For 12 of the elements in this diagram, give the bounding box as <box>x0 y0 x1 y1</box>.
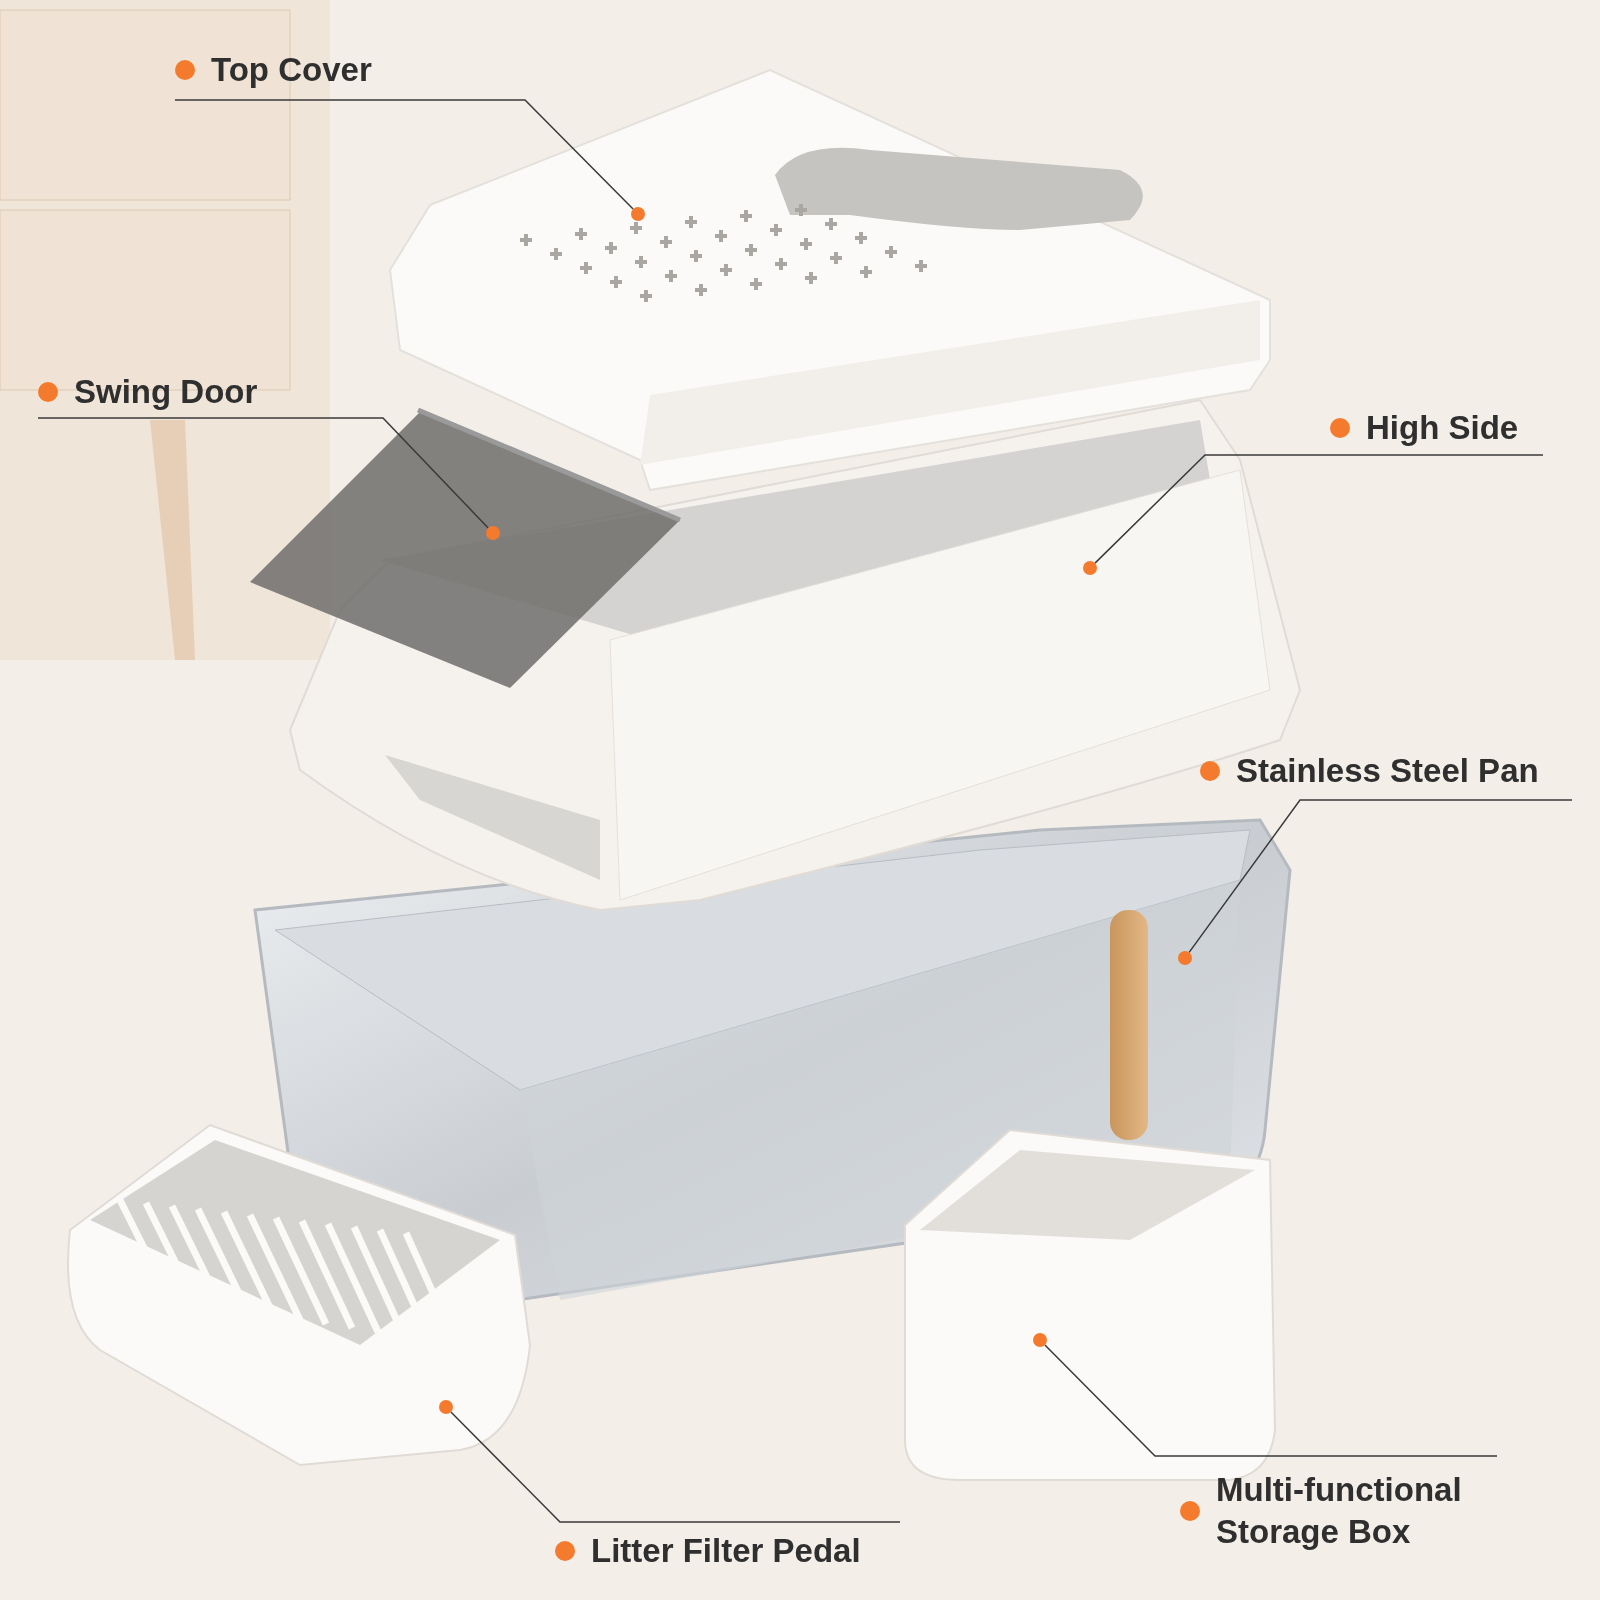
leader-line <box>37 417 489 529</box>
part-label: Multi-functional Storage Box <box>1216 1470 1463 1552</box>
leader-line <box>1188 799 1573 954</box>
leader-line <box>1094 454 1544 564</box>
leader-line <box>174 99 634 210</box>
leader-line <box>450 1411 901 1523</box>
part-label: Stainless Steel Pan <box>1236 751 1539 791</box>
part-label: Swing Door <box>74 371 258 412</box>
leader-line <box>1044 1344 1498 1457</box>
part-label: Litter Filter Pedal <box>591 1531 861 1571</box>
part-label: Top Cover <box>211 50 372 90</box>
part-label: High Side <box>1366 407 1519 448</box>
